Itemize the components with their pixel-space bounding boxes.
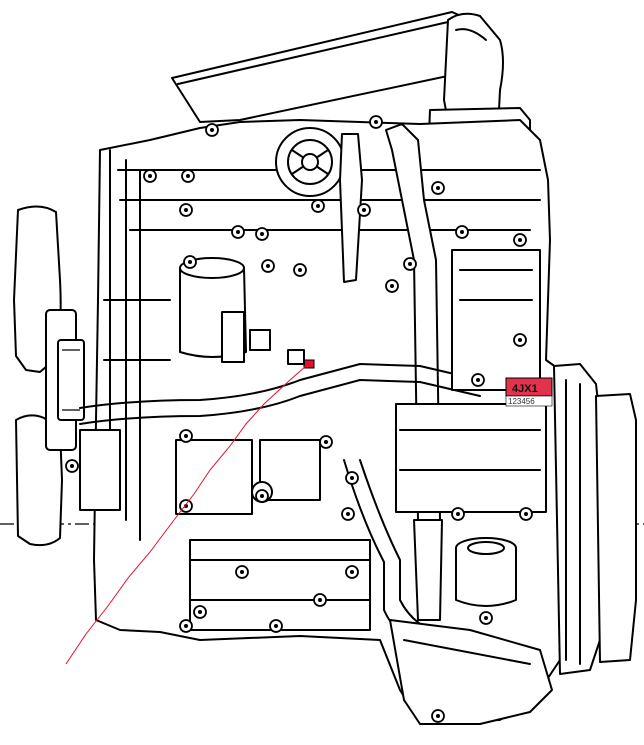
sensor-marker: [287, 349, 315, 369]
bolts: [65, 115, 533, 723]
oil-pan: [389, 619, 553, 725]
cooling-fan: [13, 205, 85, 547]
engine-label-tag: 4JX1 123456: [505, 377, 553, 407]
pointer-line: [65, 365, 307, 665]
flywheel-housing: [553, 363, 637, 675]
engine-serial-label: 123456: [508, 397, 535, 406]
right-housing: [395, 249, 547, 513]
oil-filter: [455, 537, 517, 607]
engine-model-label: 4JX1: [512, 383, 538, 395]
timing-pulley: [275, 127, 345, 197]
